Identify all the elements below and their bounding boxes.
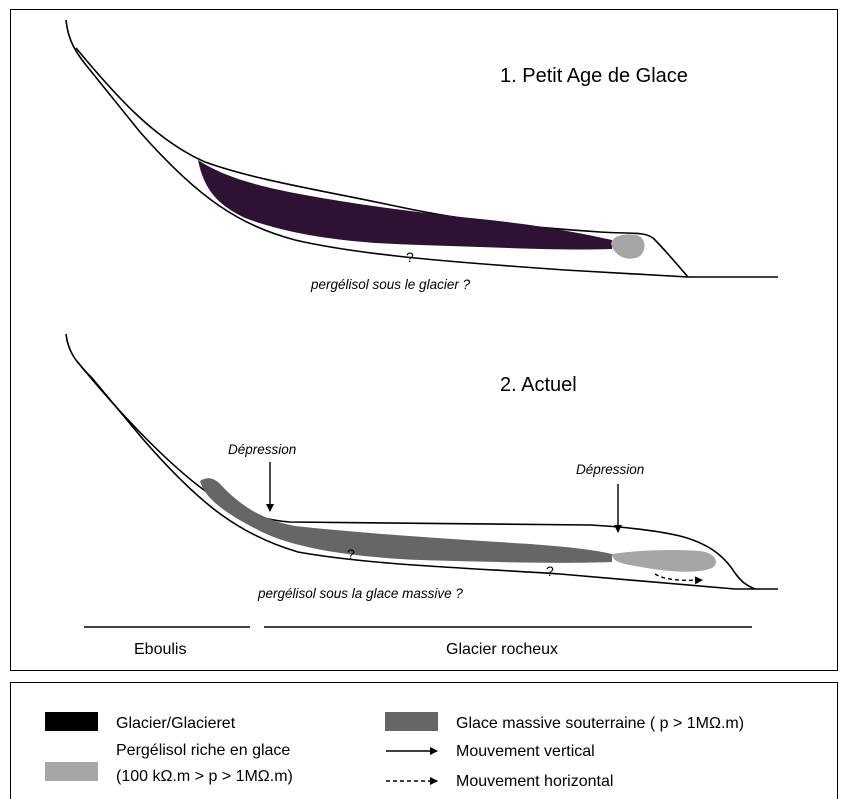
panel2-question-mark-2: ?: [546, 563, 554, 579]
panel2-question-mark-1: ?: [347, 546, 355, 562]
legend-label-glacier: Glacier/Glacieret: [116, 715, 236, 732]
legend-label-horizontal: Mouvement horizontal: [456, 773, 613, 790]
legend-label-massive-ice: Glace massive souterraine ( p > 1MΩ.m): [456, 715, 744, 732]
legend-label-permafrost-line2: (100 kΩ.m > p > 1MΩ.m): [116, 768, 293, 785]
panel1-glacier-outline: [75, 47, 689, 278]
panel1-permafrost-lens: [611, 234, 645, 259]
zone-label-glacier-rocheux: Glacier rocheux: [446, 641, 558, 658]
legend-swatch-permafrost: [45, 762, 98, 781]
diagram-frame: [10, 9, 838, 671]
legend-swatch-massive-ice: [385, 712, 438, 731]
panel1-slope-line: [65, 19, 778, 278]
panel2-depression-left-label: Dépression: [228, 442, 296, 457]
legend-label-permafrost-line1: Pergélisol riche en glace: [116, 742, 290, 759]
panel1-title: 1. Petit Age de Glace: [500, 65, 688, 87]
panel2-caption: pergélisol sous la glace massive ?: [257, 586, 463, 601]
panel1-glacier-body: [198, 160, 612, 250]
panel-2: 2. Actuel Dépression Dépression ? ? perg…: [65, 333, 778, 601]
panel2-depression-right-label: Dépression: [576, 462, 644, 477]
panel2-permafrost-lens: [612, 550, 716, 572]
panel2-massive-ice-body: [200, 478, 612, 563]
legend-label-vertical: Mouvement vertical: [456, 743, 595, 760]
panel1-caption: pergélisol sous le glacier ?: [310, 277, 471, 292]
panel2-horizontal-movement-arrow: [654, 573, 703, 585]
panel-1: 1. Petit Age de Glace ? pergélisol sous …: [65, 19, 778, 292]
panel1-question-mark: ?: [406, 249, 414, 265]
legend: Glacier/Glacieret Pergélisol riche en gl…: [45, 712, 744, 790]
legend-swatch-glacier: [45, 712, 98, 731]
panel2-rockglacier-outline: [75, 359, 756, 590]
zone-label-eboulis: Eboulis: [134, 641, 186, 658]
panel2-title: 2. Actuel: [500, 374, 577, 396]
legend-frame: [10, 682, 838, 799]
